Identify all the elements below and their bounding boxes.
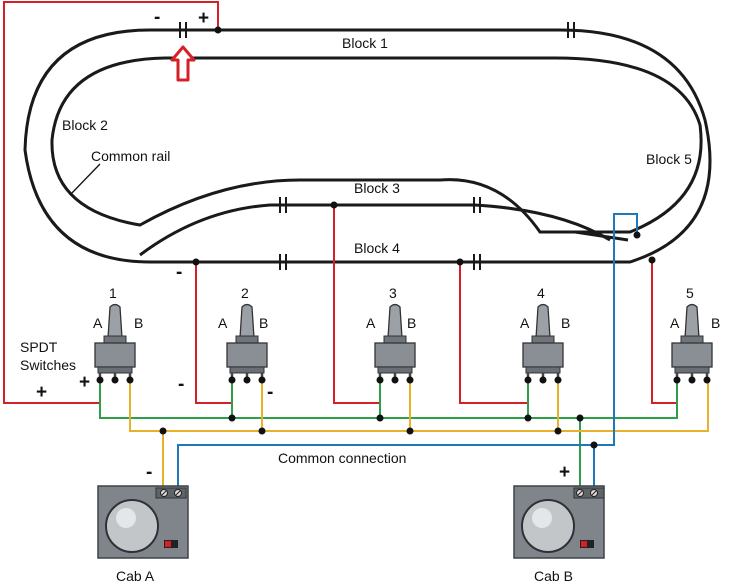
- polarity-plus-cab-b: +: [559, 462, 570, 483]
- siding-block3-connector: [574, 230, 629, 242]
- polarity-plus-gap: +: [198, 8, 209, 29]
- red-wire-block3: [333, 205, 381, 404]
- switch-1-number: 1: [109, 285, 117, 301]
- inner-rail: [50, 56, 703, 234]
- red-wire-block1: [3, 1, 219, 404]
- polarity-minus-cab-a: -: [146, 462, 152, 483]
- outer-rail: [23, 28, 712, 264]
- label-common-rail: Common rail: [91, 148, 170, 164]
- spdt-switch-3[interactable]: [374, 303, 416, 384]
- label-block2: Block 2: [62, 117, 108, 133]
- spdt-switch-2[interactable]: [226, 303, 268, 384]
- switch-4-a: A: [520, 315, 530, 331]
- spdt-switch-5[interactable]: [671, 303, 713, 384]
- switch-5-b: B: [711, 315, 720, 331]
- blue-wire: [177, 213, 638, 492]
- spdt-switch-4[interactable]: [522, 303, 564, 384]
- green-wire: [99, 380, 678, 492]
- cab-a[interactable]: [97, 485, 189, 559]
- switch-5-a: A: [670, 315, 680, 331]
- cab-b[interactable]: [513, 485, 605, 559]
- label-common-connection: Common connection: [278, 450, 406, 466]
- red-wire-block4: [459, 262, 529, 404]
- spdt-switch-1[interactable]: [94, 303, 136, 384]
- red-wire-block5: [651, 262, 678, 404]
- siding-block3-outer: [139, 203, 611, 257]
- polarity-plus-left: +: [36, 382, 47, 403]
- switch-4-number: 4: [537, 285, 545, 301]
- label-block5: Block 5: [646, 151, 692, 167]
- switch-1-a: A: [93, 315, 103, 331]
- polarity-minus-gap: -: [154, 7, 160, 28]
- switch-3-b: B: [407, 315, 416, 331]
- yellow-wire: [129, 380, 709, 492]
- switch-2-a: A: [218, 315, 228, 331]
- junction-dots: [159, 26, 656, 449]
- label-block1: Block 1: [342, 35, 388, 51]
- label-block4: Block 4: [354, 240, 400, 256]
- label-cab-a: Cab A: [116, 568, 155, 584]
- common-rail-leader: [69, 163, 101, 196]
- switch-2-b: B: [259, 315, 268, 331]
- polarity-plus-switch1: +: [79, 372, 90, 393]
- label-block3: Block 3: [354, 180, 400, 196]
- switch-2-number: 2: [241, 285, 249, 301]
- polarity-minus-block2: -: [176, 262, 182, 283]
- switch-1-b: B: [134, 315, 143, 331]
- label-spdt: SPDT: [20, 339, 58, 355]
- switch-4-b: B: [561, 315, 570, 331]
- label-switches: Switches: [20, 357, 76, 373]
- switch-3-a: A: [366, 315, 376, 331]
- track-gaps: [179, 22, 575, 270]
- red-wire-block2: [195, 262, 233, 404]
- track-layout: [23, 28, 712, 264]
- polarity-minus-switch2-right: -: [267, 382, 273, 403]
- label-cab-b: Cab B: [534, 568, 573, 584]
- polarity-minus-switch2-left: -: [178, 374, 184, 395]
- switch-5-number: 5: [686, 285, 694, 301]
- switch-3-number: 3: [389, 285, 397, 301]
- gap-arrow-icon: [170, 45, 196, 82]
